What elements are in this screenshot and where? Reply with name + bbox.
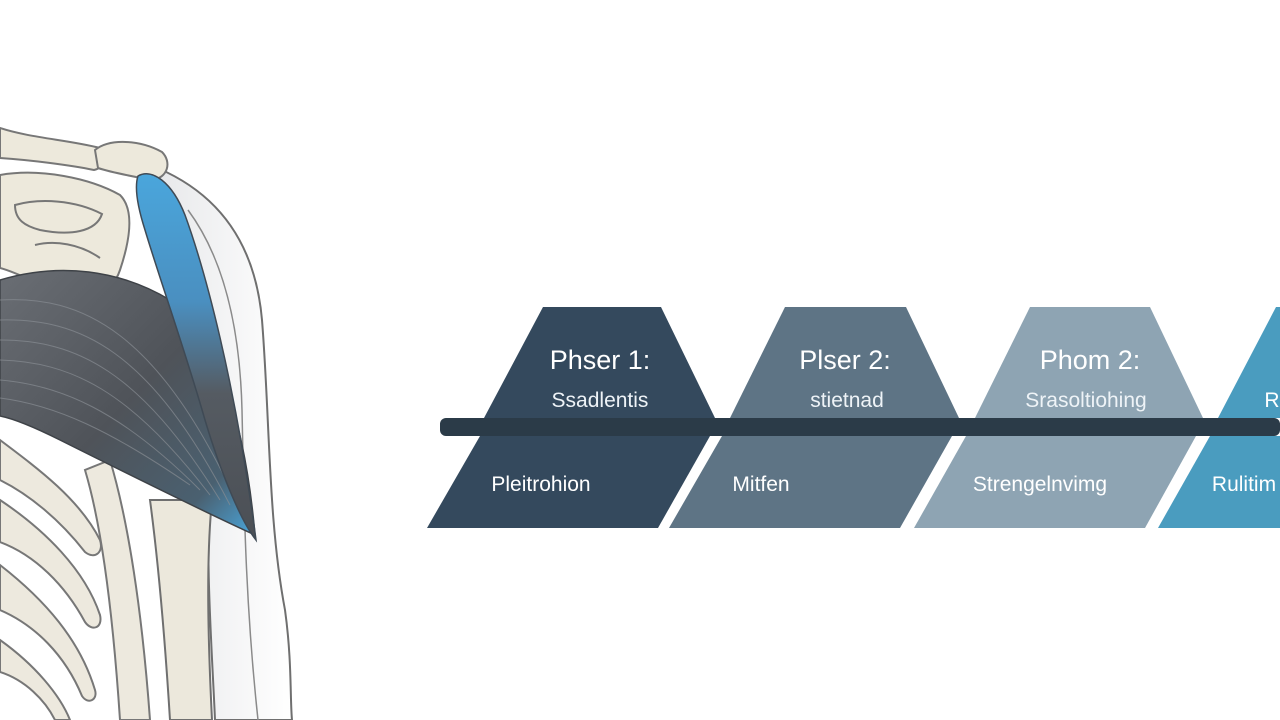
arm-inner-line [187,209,259,720]
phase-2-bottom-shape [669,436,952,528]
phase-1-top-shape [484,307,715,418]
phase-1-name: Pleitrohion [491,473,590,496]
muscle-fibers [0,299,241,511]
timeline-bar [440,418,1280,436]
phase-timeline: Phser 1: Ssadlentis Pleitrohion Plser 2:… [427,307,1280,528]
humerus-bone [148,499,214,720]
phase-1-title: Phser 1: [550,345,651,375]
phase-2-name: Mitfen [732,473,789,496]
phase-2-top-shape [730,307,959,418]
phase-4-top-shape [1218,307,1280,418]
phase-2-subtitle: stietnad [810,389,884,412]
phase-3-subtitle: Srasoltiohing [1025,389,1146,412]
phase-1-bottom-shape [427,436,710,528]
phase-3-name: Strengelnvimg [973,473,1107,496]
phase-3-title: Phom 2: [1040,345,1141,375]
shoulder-anatomy-illustration [0,126,294,720]
phase-1-subtitle: Ssadlentis [552,389,649,412]
phase-card-4: R Rulitim [1158,307,1280,528]
phase-card-3: Phom 2: Srasoltiohing Strengelnvimg [914,307,1203,528]
phase-4-name: Rulitim [1212,473,1276,496]
highlighted-tendon [135,173,258,543]
phase-card-2: Plser 2: stietnad Mitfen [669,307,959,528]
phase-4-title: R [1264,389,1279,412]
shoulder-bones [0,126,169,297]
phase-3-bottom-shape [914,436,1196,528]
phase-card-1: Phser 1: Ssadlentis Pleitrohion [427,307,715,528]
phase-2-title: Plser 2: [799,345,891,375]
ribcage [0,438,152,720]
phase-4-bottom-shape [1158,436,1280,528]
phase-3-top-shape [975,307,1203,418]
